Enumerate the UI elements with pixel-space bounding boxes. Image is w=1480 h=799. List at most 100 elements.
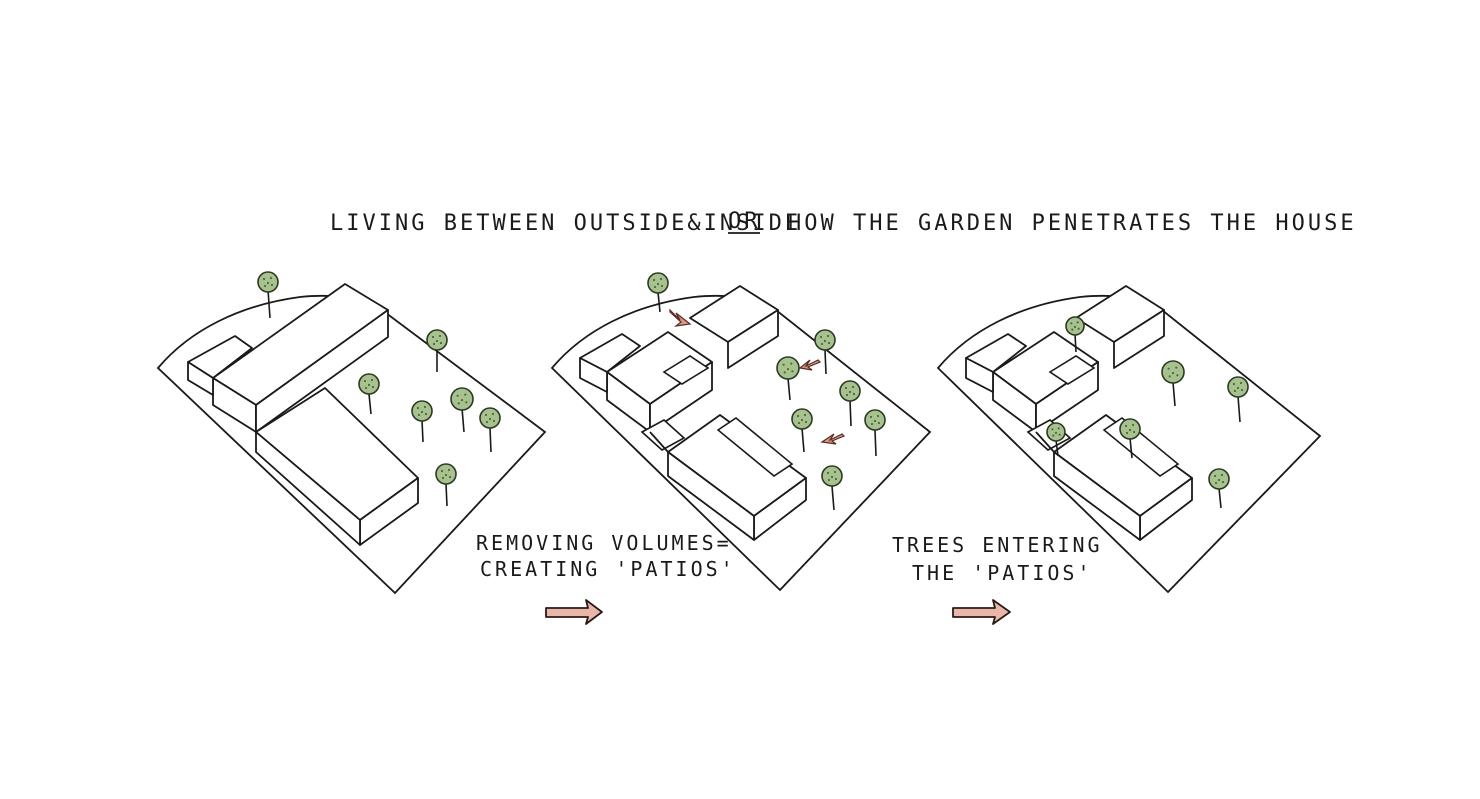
tree-crown-speckle — [800, 418, 804, 422]
tree-icon — [1119, 418, 1141, 459]
tree-crown-speckle — [1073, 325, 1077, 328]
volume-lower-side-b — [667, 451, 755, 541]
tree-crown-speckle — [1236, 386, 1240, 390]
site-edge-dotted-1 — [394, 431, 546, 594]
tree-crown-speckle — [851, 385, 855, 389]
tree-crown-speckle — [424, 412, 428, 416]
tree-crown-speckle — [1168, 375, 1171, 378]
volume-wing-side-2 — [579, 357, 608, 393]
tree-icon — [1208, 468, 1230, 509]
tree-icon — [839, 380, 861, 427]
tree-crown-speckle — [435, 339, 439, 343]
tree-crown-speckle — [485, 420, 489, 424]
tree-crown-speckle — [830, 475, 834, 479]
volume-upper-side-3 — [1113, 309, 1165, 369]
tree-crown-speckle — [656, 282, 660, 286]
tree-crown-speckle — [826, 334, 830, 338]
tree-crown-speckle — [464, 393, 467, 396]
arrow-into-patio-icon — [669, 308, 692, 327]
tree-icon — [450, 387, 474, 433]
patio-upper — [662, 355, 710, 385]
tree-crown-speckle — [363, 379, 367, 383]
tree-crown-speckle — [1070, 322, 1073, 325]
tree-crown-speckle — [659, 277, 663, 281]
tree-crown-speckle — [416, 406, 420, 410]
tree-crown-speckle — [484, 413, 488, 417]
tree-crown-speckle — [848, 390, 852, 394]
patio-upper-3 — [1048, 355, 1096, 385]
volume-wing-side — [187, 361, 214, 396]
tree-crown-speckle — [653, 285, 657, 289]
tree-crown-speckle — [852, 392, 856, 396]
tree-crown-speckle — [1051, 428, 1054, 431]
tree-crown-speckle — [440, 469, 444, 473]
tree-crown-speckle — [1214, 481, 1218, 485]
tree-crown-speckle — [1054, 431, 1058, 434]
patio-slot — [716, 417, 794, 477]
tree-crown-speckle — [833, 470, 837, 474]
tree-crown-speckle — [877, 421, 881, 425]
tree-crown-speckle — [1071, 328, 1074, 331]
tree-crown-speckle — [1175, 366, 1178, 369]
tree-crown-speckle — [1239, 381, 1243, 385]
tree-crown-speckle — [432, 342, 436, 346]
tree-crown-speckle — [804, 420, 808, 424]
tree-crown-speckle — [1125, 431, 1129, 435]
tree-crown-speckle — [1220, 473, 1224, 477]
tree-crown-speckle — [790, 362, 793, 365]
tree-crown-speckle — [1171, 372, 1175, 375]
tree-crown-speckle — [1052, 434, 1055, 437]
step-2-caption: TREES ENTERING THE 'PATIOS' — [892, 533, 1103, 585]
panel-removing-volumes — [550, 272, 932, 592]
tree-crown-speckle — [431, 335, 435, 339]
tree-crown-speckle — [791, 370, 794, 373]
tree-icon — [257, 271, 279, 319]
tree-crown-speckle — [876, 414, 880, 418]
tree-crown-speckle — [371, 385, 375, 389]
tree-icon — [479, 407, 501, 453]
connector-edge-3 — [1035, 431, 1055, 453]
tree-crown-speckle — [869, 415, 873, 419]
arrow-into-patio-icon — [820, 433, 846, 445]
tree-crown-speckle — [492, 419, 496, 423]
tree-icon — [1065, 316, 1085, 353]
tree-crown-speckle — [797, 421, 801, 425]
tree-icon — [647, 272, 669, 313]
tree-crown-speckle — [1233, 389, 1237, 393]
tree-crown-speckle — [465, 401, 468, 404]
tree-crown-speckle — [456, 394, 459, 397]
tree-crown-speckle — [270, 283, 274, 287]
tree-crown-speckle — [266, 281, 270, 285]
tree-crown-speckle — [1213, 474, 1217, 478]
tree-crown-speckle — [1076, 321, 1079, 324]
volume-lower-side-b-3 — [1053, 451, 1141, 541]
tree-icon — [426, 329, 448, 372]
tree-icon — [1161, 360, 1185, 407]
tree-crown-speckle — [803, 413, 807, 417]
tree-icon — [411, 400, 433, 443]
tree-crown-speckle — [786, 368, 790, 371]
step-2-caption-line-1: TREES ENTERING — [892, 533, 1103, 557]
connector-edge — [649, 431, 669, 453]
tree-crown-speckle — [488, 417, 492, 421]
tree-crown-speckle — [447, 468, 451, 472]
tree-crown-speckle — [491, 412, 495, 416]
tree-icon — [864, 409, 886, 457]
tree-crown-speckle — [1128, 428, 1132, 432]
right-arrow-icon — [545, 599, 603, 625]
step-1-caption-line-1: REMOVING VOLUMES= — [476, 531, 732, 555]
tree-crown-speckle — [1176, 374, 1179, 377]
volume-wing-side-3 — [965, 357, 994, 393]
panel-trees-entering — [936, 285, 1322, 594]
patio-corner — [640, 419, 686, 451]
tree-icon — [1227, 376, 1249, 423]
tree-crown-speckle — [441, 476, 445, 480]
tree-icon — [776, 356, 800, 401]
tree-crown-speckle — [1057, 427, 1060, 430]
tree-crown-speckle — [1132, 430, 1136, 434]
tree-crown-speckle — [827, 341, 831, 345]
tree-crown-speckle — [1232, 382, 1236, 386]
title-part-1: LIVING BETWEEN OUTSIDE&INSIDE — [330, 211, 801, 236]
volume-low-side-b — [255, 431, 361, 546]
